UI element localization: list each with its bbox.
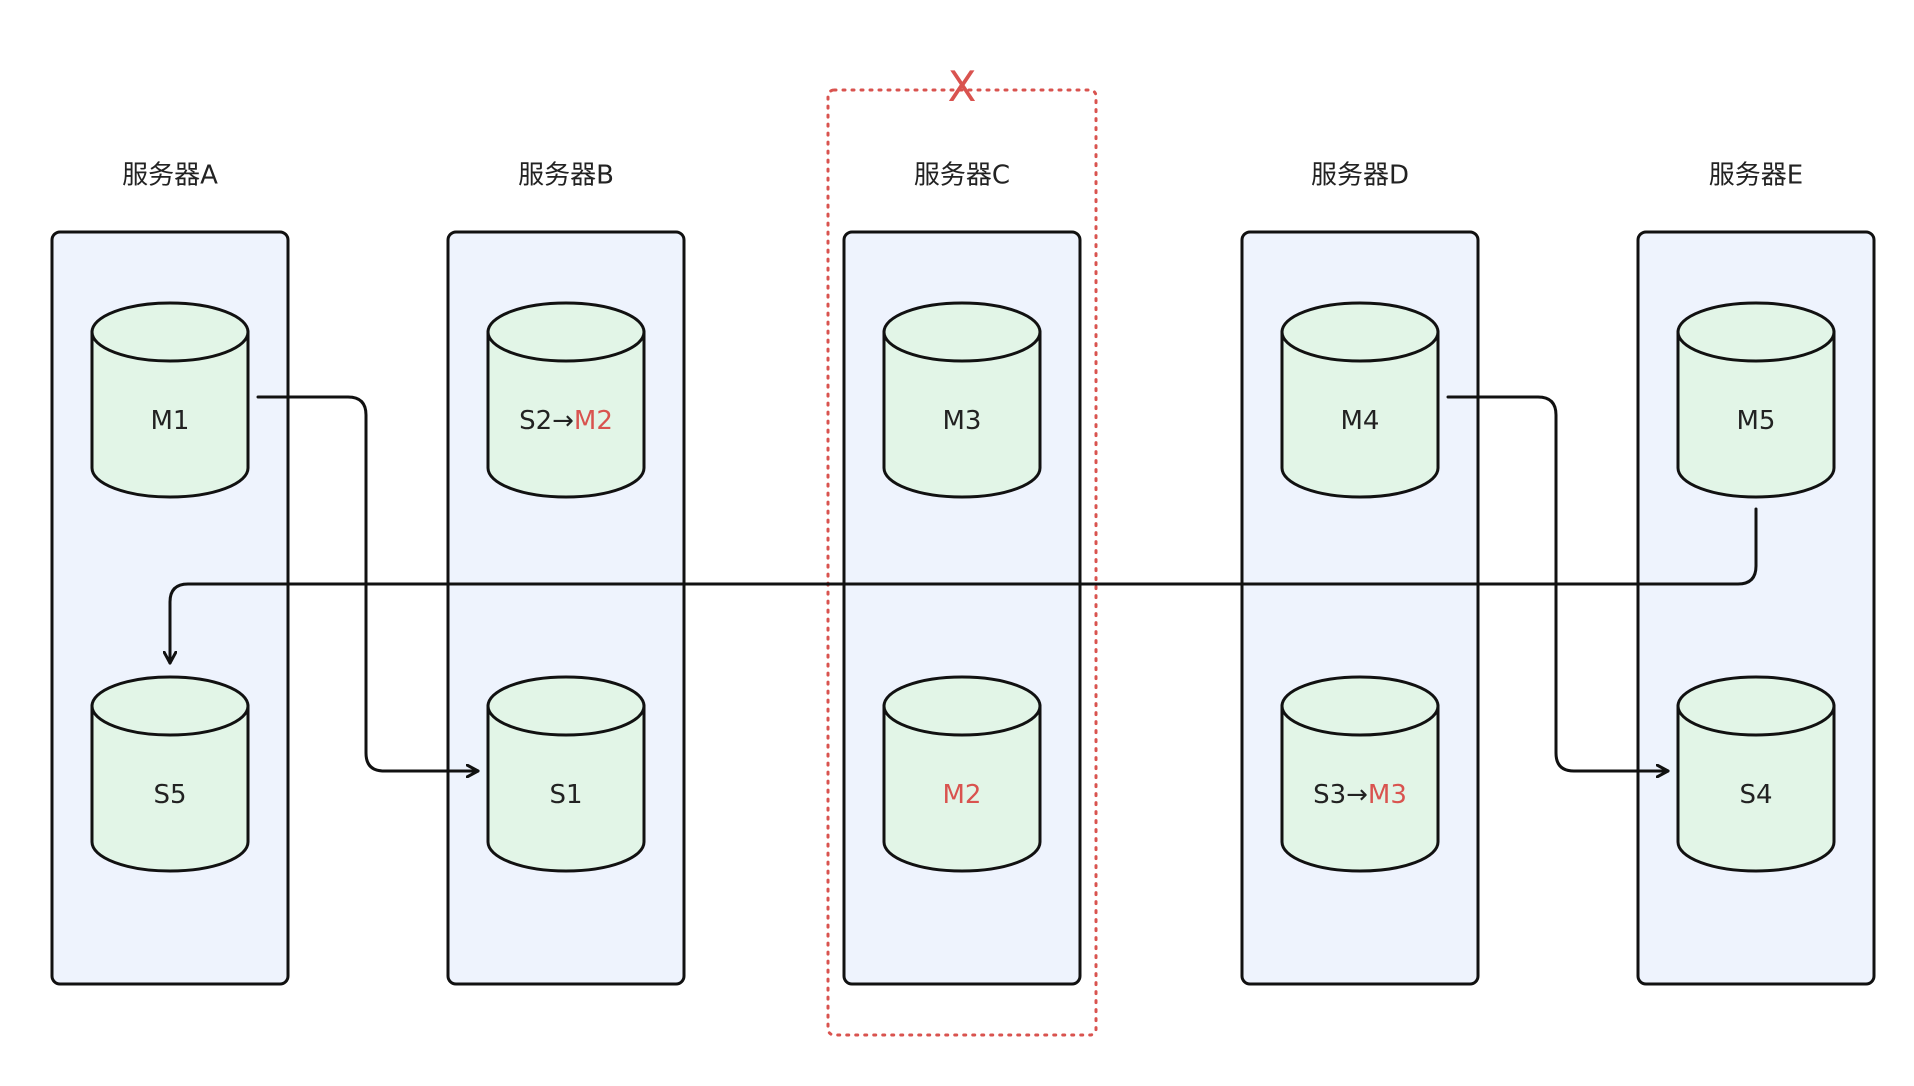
highlighted-role-text: M2 [574, 406, 613, 436]
server-label-a: 服务器A [122, 161, 218, 191]
role-text: M4 [1341, 406, 1380, 436]
database-body [882, 330, 1042, 499]
database-label: S1 [549, 780, 582, 810]
database-a-1: M1 [90, 301, 250, 499]
role-text: M3 [943, 406, 982, 436]
database-body [882, 704, 1042, 873]
role-text: M1 [151, 406, 190, 436]
database-b-1: S2→M2 [486, 301, 646, 499]
role-text: M5 [1737, 406, 1776, 436]
database-label: S5 [153, 780, 186, 810]
database-label: S4 [1739, 780, 1772, 810]
database-top [486, 301, 646, 363]
database-label: S2→M2 [519, 406, 613, 436]
database-d-2: S3→M3 [1280, 675, 1440, 873]
database-top [90, 301, 250, 363]
replication-arrow-m5-s5 [170, 507, 1758, 665]
database-top [1676, 675, 1836, 737]
database-d-1: M4 [1280, 301, 1440, 499]
role-text: S4 [1739, 780, 1772, 810]
database-top [90, 675, 250, 737]
server-label-c: 服务器C [914, 161, 1010, 191]
failure-border-c [826, 88, 1098, 1037]
highlighted-role-text: M3 [1368, 780, 1407, 810]
server-label-e: 服务器E [1709, 161, 1803, 191]
database-top [1280, 675, 1440, 737]
database-label: S3→M3 [1313, 780, 1407, 810]
role-text: S3→ [1313, 780, 1368, 810]
server-label-d: 服务器D [1311, 161, 1409, 191]
replication-links-layer [170, 395, 1758, 771]
failure-mark: X [948, 62, 977, 111]
database-c-1: M3 [882, 301, 1042, 499]
database-body [90, 330, 250, 499]
database-body [1676, 704, 1836, 873]
database-body [486, 704, 646, 873]
failure-layer: X [826, 62, 1098, 1037]
database-top [486, 675, 646, 737]
database-top [882, 675, 1042, 737]
database-body [1280, 704, 1440, 873]
server-label-b: 服务器B [518, 161, 614, 191]
role-text: S5 [153, 780, 186, 810]
database-b-2: S1 [486, 675, 646, 873]
database-body [486, 330, 646, 499]
database-label: M3 [943, 406, 982, 436]
database-top [1676, 301, 1836, 363]
highlighted-role-text: M2 [943, 780, 982, 810]
role-text: S2→ [519, 406, 574, 436]
database-top [1280, 301, 1440, 363]
database-top [882, 301, 1042, 363]
database-body [90, 704, 250, 873]
database-body [1676, 330, 1836, 499]
role-text: S1 [549, 780, 582, 810]
database-label: M5 [1737, 406, 1776, 436]
database-label: M1 [151, 406, 190, 436]
database-label: M2 [943, 780, 982, 810]
database-e-1: M5 [1676, 301, 1836, 499]
database-a-2: S5 [90, 675, 250, 873]
database-label: M4 [1341, 406, 1380, 436]
database-c-2: M2 [882, 675, 1042, 873]
database-e-2: S4 [1676, 675, 1836, 873]
database-body [1280, 330, 1440, 499]
